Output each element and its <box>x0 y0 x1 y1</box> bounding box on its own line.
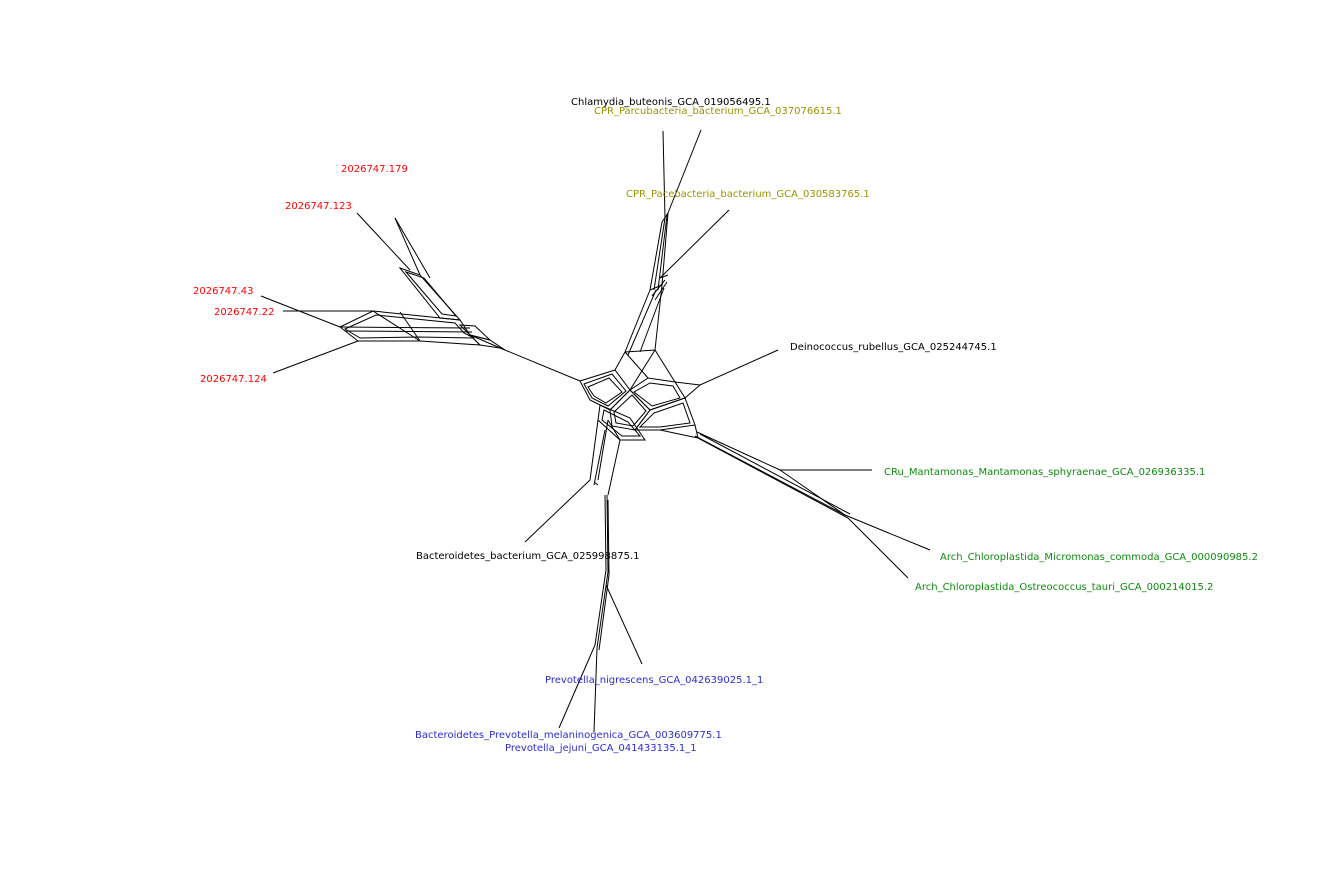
taxon-label-cru-mantamonas: CRu_Mantamonas_Mantamonas_sphyraenae_GCA… <box>884 467 1206 478</box>
taxon-label-2026747-124: 2026747.124 <box>200 374 267 385</box>
taxon-label-deinococcus: Deinococcus_rubellus_GCA_025244745.1 <box>790 342 997 353</box>
taxon-label-cpr-parcubacteria: CPR_Parcubacteria_bacterium_GCA_03707661… <box>594 106 842 117</box>
taxon-label-prevotella-nigrescens: Prevotella_nigrescens_GCA_042639025.1_1 <box>545 675 764 686</box>
right-branches <box>694 349 931 579</box>
central-core <box>579 349 701 496</box>
taxon-label-2026747-43: 2026747.43 <box>193 286 254 297</box>
taxon-label-2026747-179: 2026747.179 <box>341 164 408 175</box>
taxon-label-prevotella-melaninogenica: Bacteroidetes_Prevotella_melaninogenica_… <box>415 730 722 741</box>
taxon-label-bacteroidetes: Bacteroidetes_bacterium_GCA_025998875.1 <box>416 551 640 562</box>
taxon-label-2026747-123: 2026747.123 <box>285 201 352 212</box>
top-branch <box>624 129 730 356</box>
taxon-label-ostreococcus: Arch_Chloroplastida_Ostreococcus_tauri_G… <box>915 582 1214 593</box>
taxon-label-cpr-pacebacteria: CPR_Pacebacteria_bacterium_GCA_030583765… <box>626 189 870 200</box>
taxon-label-chlamydia: Chlamydia_buteonis_GCA_019056495.1 <box>571 97 771 108</box>
network-edges <box>260 129 931 733</box>
bottom-branches <box>524 479 643 733</box>
upper-left-branch <box>260 212 581 382</box>
taxon-label-2026747-22: 2026747.22 <box>214 307 275 318</box>
taxon-label-prevotella-jejuni: Prevotella_jejuni_GCA_041433135.1_1 <box>505 743 697 754</box>
taxon-label-micromonas: Arch_Chloroplastida_Micromonas_commoda_G… <box>940 552 1258 563</box>
